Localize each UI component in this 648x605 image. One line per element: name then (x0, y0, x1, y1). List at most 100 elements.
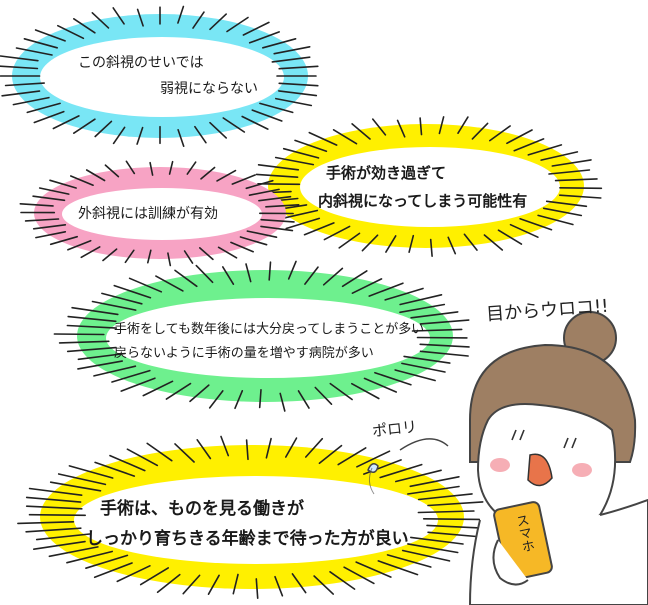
focus-line (209, 121, 227, 139)
focus-line (15, 47, 53, 56)
focus-line (509, 223, 539, 238)
focus-line (285, 217, 321, 230)
focus-line (274, 575, 284, 597)
focus-line (93, 365, 137, 377)
focus-line (217, 246, 238, 259)
focus-line (49, 179, 77, 189)
focus-line (12, 96, 50, 106)
focus-line (68, 465, 114, 479)
focus-line (356, 450, 391, 468)
bubble-cyan-rays (0, 5, 319, 147)
focus-line (422, 517, 481, 521)
focus-line (112, 126, 126, 145)
yellow-top-line-1: 手術が効き過ぎて (326, 164, 447, 182)
focus-line (377, 560, 419, 576)
focus-line (406, 485, 460, 495)
focus-line (195, 264, 214, 284)
focus-line (545, 200, 588, 208)
focus-line (399, 293, 443, 306)
focus-line (329, 570, 356, 590)
focus-line (268, 261, 272, 281)
focus-line (38, 187, 70, 195)
focus-line (403, 355, 451, 364)
focus-line (167, 252, 172, 267)
focus-line (409, 475, 460, 488)
focus-line (94, 461, 136, 477)
focus-line (245, 439, 249, 461)
focus-line (216, 169, 237, 182)
focus-line (548, 169, 591, 175)
focus-line (192, 11, 205, 29)
focus-line (112, 7, 125, 25)
focus-line (0, 65, 39, 70)
focus-line (384, 287, 424, 301)
bubble-cyan (0, 5, 319, 147)
focus-line (274, 97, 313, 107)
focus-line (85, 169, 106, 182)
green-line-1: 手術をしても数年後には大分戻ってしまうことが多い (114, 322, 425, 337)
focus-line (379, 463, 423, 479)
focus-line (35, 533, 91, 541)
focus-line (177, 129, 185, 147)
focus-line (419, 343, 470, 348)
focus-line (125, 160, 136, 175)
focus-line (257, 164, 300, 171)
focus-line (234, 389, 244, 410)
bubble-yellow-top (248, 116, 603, 258)
focus-line (329, 382, 353, 401)
yellow-bottom-line-2: しっかり育ちきる年齢まで待った方が良い (86, 529, 409, 549)
focus-line (67, 239, 92, 251)
focus-line (338, 232, 361, 249)
focus-line (128, 277, 163, 293)
focus-line (126, 448, 159, 467)
focus-line (294, 139, 328, 153)
focus-line (551, 159, 592, 167)
focus-line (85, 554, 129, 570)
focus-line (396, 119, 406, 138)
focus-line (232, 573, 239, 595)
focus-line (199, 247, 214, 261)
focus-line (337, 447, 367, 466)
focus-line (259, 102, 294, 114)
focus-line (399, 303, 446, 314)
focus-line (419, 319, 470, 325)
focus-line (419, 350, 469, 357)
focus-line (57, 473, 107, 486)
focus-line (71, 306, 119, 316)
focus-line (104, 164, 120, 178)
focus-line (401, 549, 451, 562)
focus-line (394, 469, 442, 483)
focus-line (24, 218, 60, 222)
focus-line (304, 266, 319, 285)
focus-line (411, 328, 463, 332)
focus-line (49, 235, 78, 246)
focus-line (32, 540, 86, 551)
focus-line (361, 234, 379, 252)
focus-line (80, 246, 101, 259)
focus-line (207, 574, 220, 596)
focus-line (385, 235, 397, 253)
yellow-bottom-line-1: 手術は、ものを見る働きが (100, 499, 304, 519)
focus-line (248, 188, 280, 196)
focus-line (70, 175, 94, 186)
focus-line (67, 315, 117, 323)
focus-line (540, 151, 579, 161)
focus-line (343, 566, 375, 585)
focus-line (519, 218, 553, 231)
focus-line (279, 392, 286, 412)
focus-line (363, 377, 398, 393)
focus-line (226, 16, 249, 33)
focus-line (23, 37, 59, 49)
focus-line (368, 282, 404, 297)
focus-line (142, 380, 174, 397)
focus-line (318, 444, 343, 465)
bubble-yellow-top-rays (248, 116, 603, 258)
focus-line (149, 161, 154, 176)
focus-line (408, 234, 415, 253)
focus-line (341, 270, 368, 288)
focus-line (257, 183, 301, 186)
focus-line (407, 543, 459, 554)
focus-line (417, 510, 475, 514)
focus-line (124, 249, 135, 264)
